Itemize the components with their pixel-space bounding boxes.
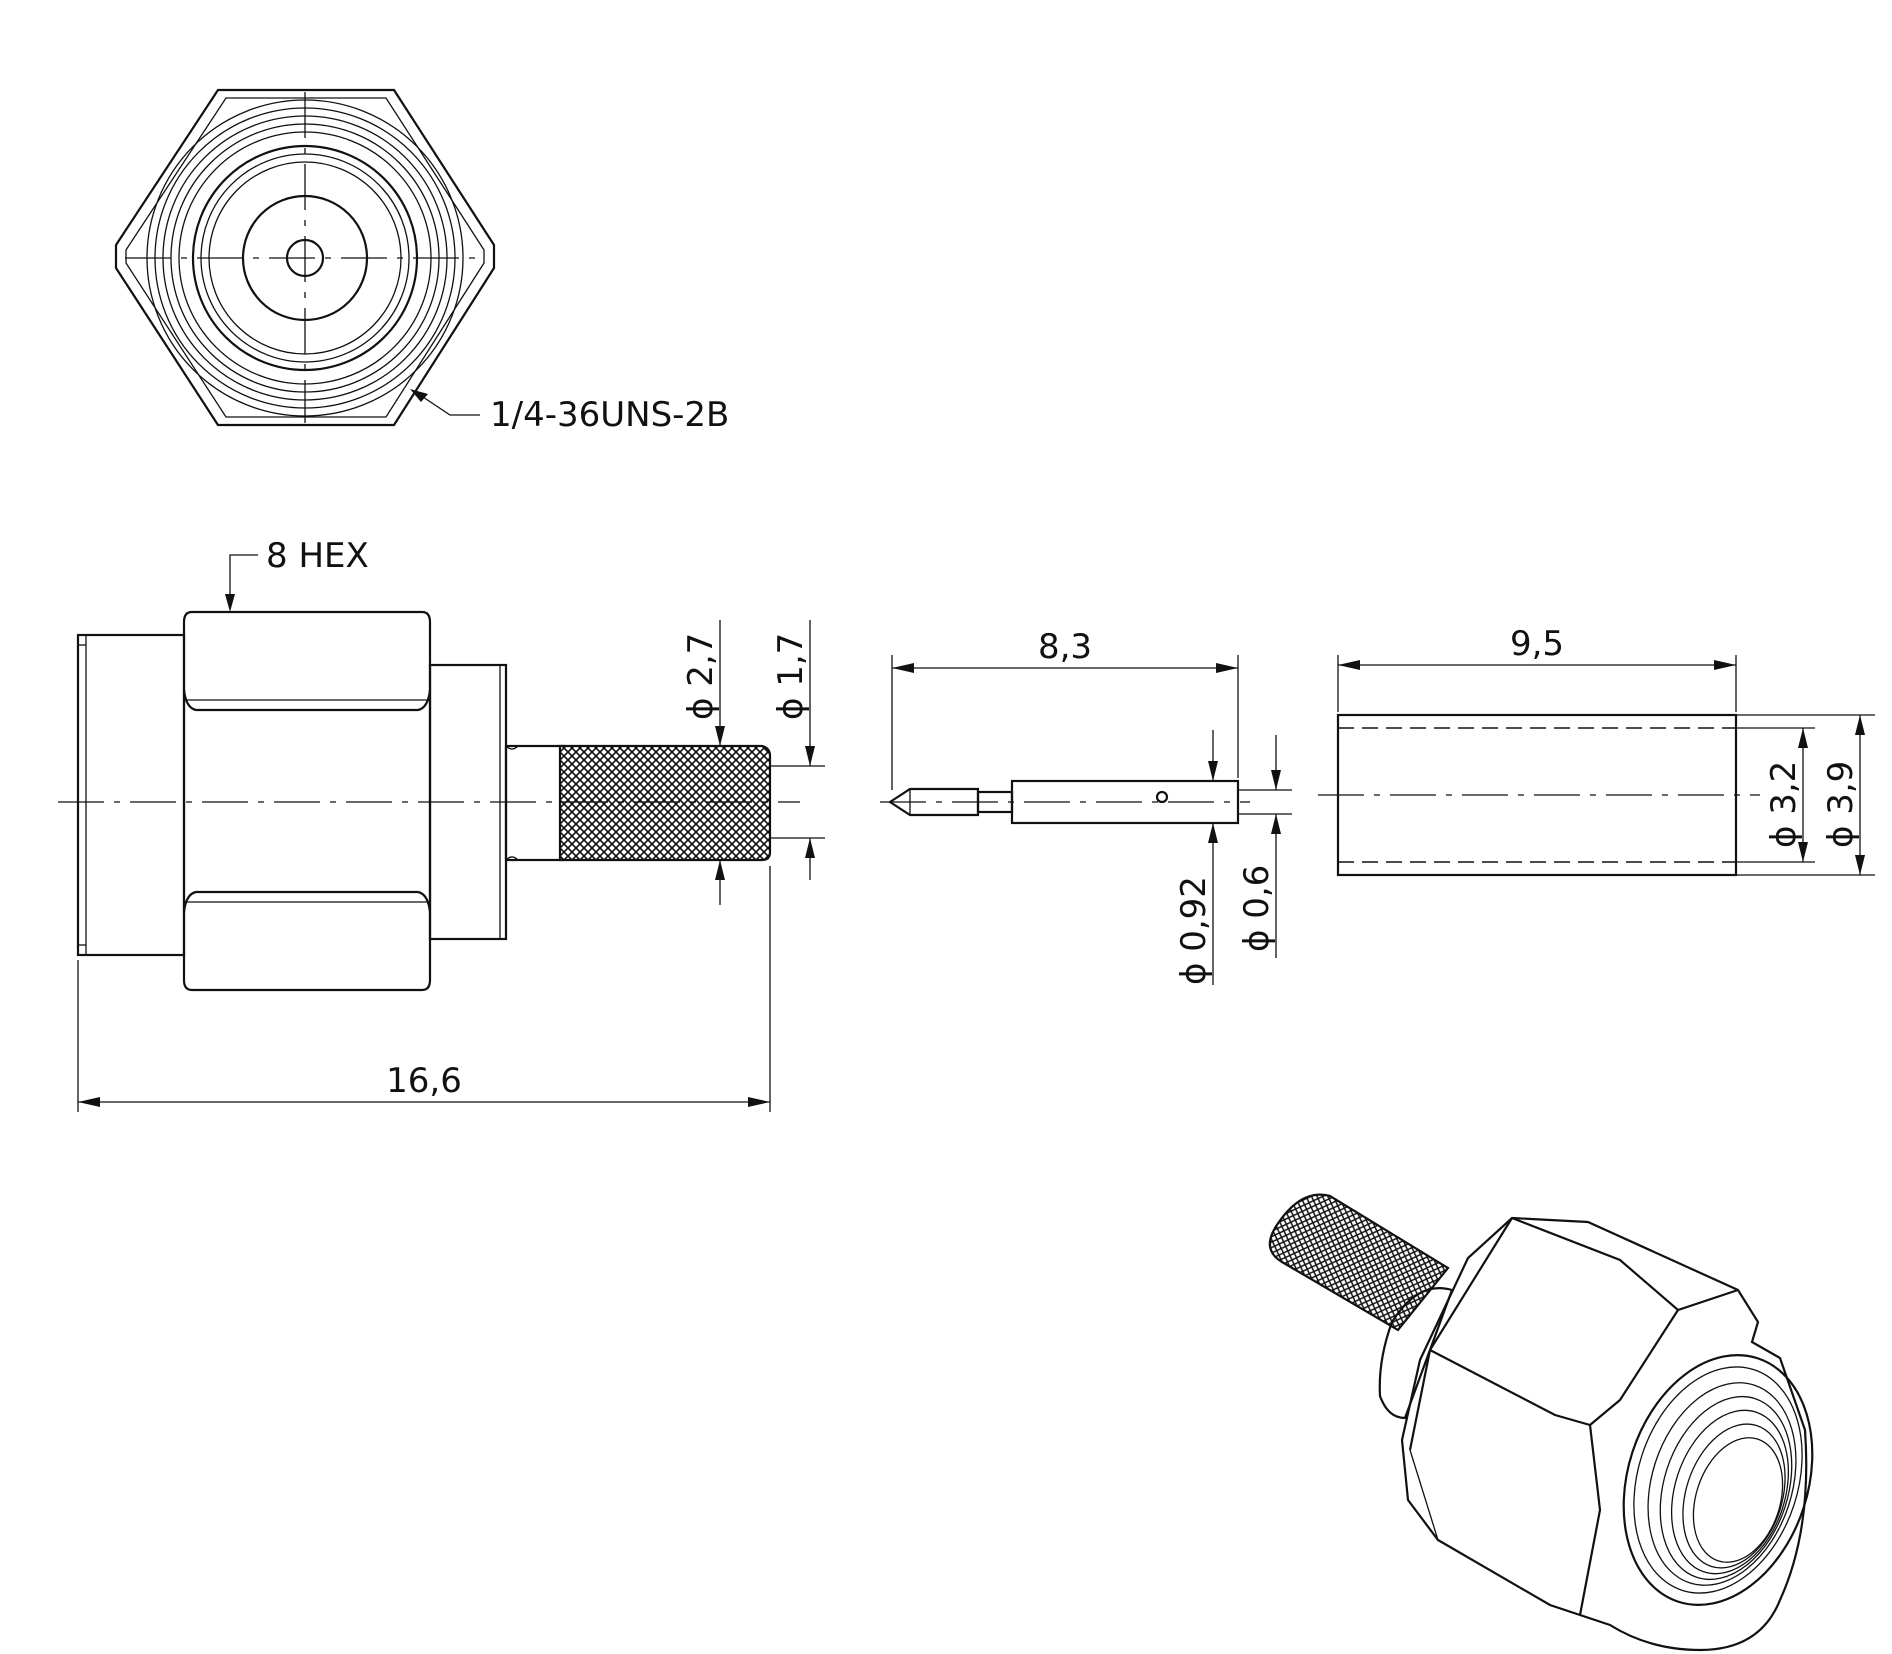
ferrule-length-label: 9,5	[1510, 624, 1564, 664]
isometric-view	[1268, 1193, 1814, 1652]
ferrule-outer-diameter-dimension	[1736, 714, 1875, 876]
pin-outer-diameter-dimension	[1208, 730, 1218, 985]
pin-inner-diameter-dimension	[1238, 735, 1292, 958]
iso-hex-edge-1	[1408, 1217, 1513, 1451]
ferrule-length-dimension	[1337, 655, 1737, 712]
pin-length-label: 8,3	[1038, 627, 1092, 667]
ferrule-inner-diameter-dimension	[1736, 727, 1815, 863]
front-view: 1/4-36UNS-2B	[114, 88, 729, 435]
iso-rear-cylinder	[1378, 1287, 1454, 1420]
coupling-nut-front	[76, 633, 186, 957]
side-view: 8 HEX 16,6 ϕ 2,7 ϕ 1,7	[58, 536, 825, 1112]
overall-length-dimension	[77, 866, 771, 1112]
crimp-outer-diameter-label: ϕ 2,7	[681, 633, 721, 720]
crimp-outer-diameter-dimension	[715, 620, 725, 905]
overall-length-label: 16,6	[386, 1061, 462, 1101]
hex-body	[182, 610, 432, 992]
pin-length-dimension	[891, 655, 1239, 790]
hex-callout: 8 HEX	[266, 536, 369, 576]
iso-knurled-sleeve	[1268, 1193, 1450, 1332]
pin-inner-diameter-label: ϕ 0,6	[1237, 865, 1277, 952]
iso-hex-edge-3	[1511, 1216, 1739, 1312]
hex-leader	[225, 554, 258, 612]
iso-hex-edge-2	[1429, 1349, 1591, 1427]
iso-hex-edge-5	[1578, 1424, 1602, 1616]
iso-hex-outline	[1400, 1216, 1808, 1652]
knurled-sleeve	[558, 744, 772, 862]
iso-front-face	[1622, 1354, 1814, 1606]
contact-pin: 8,3 ϕ 0,92 ϕ 0,6	[880, 627, 1292, 985]
hex-outline	[114, 88, 496, 427]
thread-leader	[410, 389, 480, 416]
crimp-inner-diameter-dimension	[770, 620, 825, 880]
iso-hex-edge-6	[1409, 1449, 1439, 1541]
iso-hex-edge-4	[1589, 1309, 1679, 1426]
crimp-inner-diameter-label: ϕ 1,7	[771, 633, 811, 720]
crimp-neck	[504, 744, 566, 862]
thread-callout: 1/4-36UNS-2B	[490, 395, 729, 435]
ferrule-inner-diameter-label: ϕ 3,2	[1764, 761, 1804, 848]
pin-outer-diameter-label: ϕ 0,92	[1174, 876, 1214, 985]
ferrule-outer-diameter-label: ϕ 3,9	[1821, 761, 1861, 848]
ferrule: 9,5 ϕ 3,2 ϕ 3,9	[1318, 624, 1875, 877]
